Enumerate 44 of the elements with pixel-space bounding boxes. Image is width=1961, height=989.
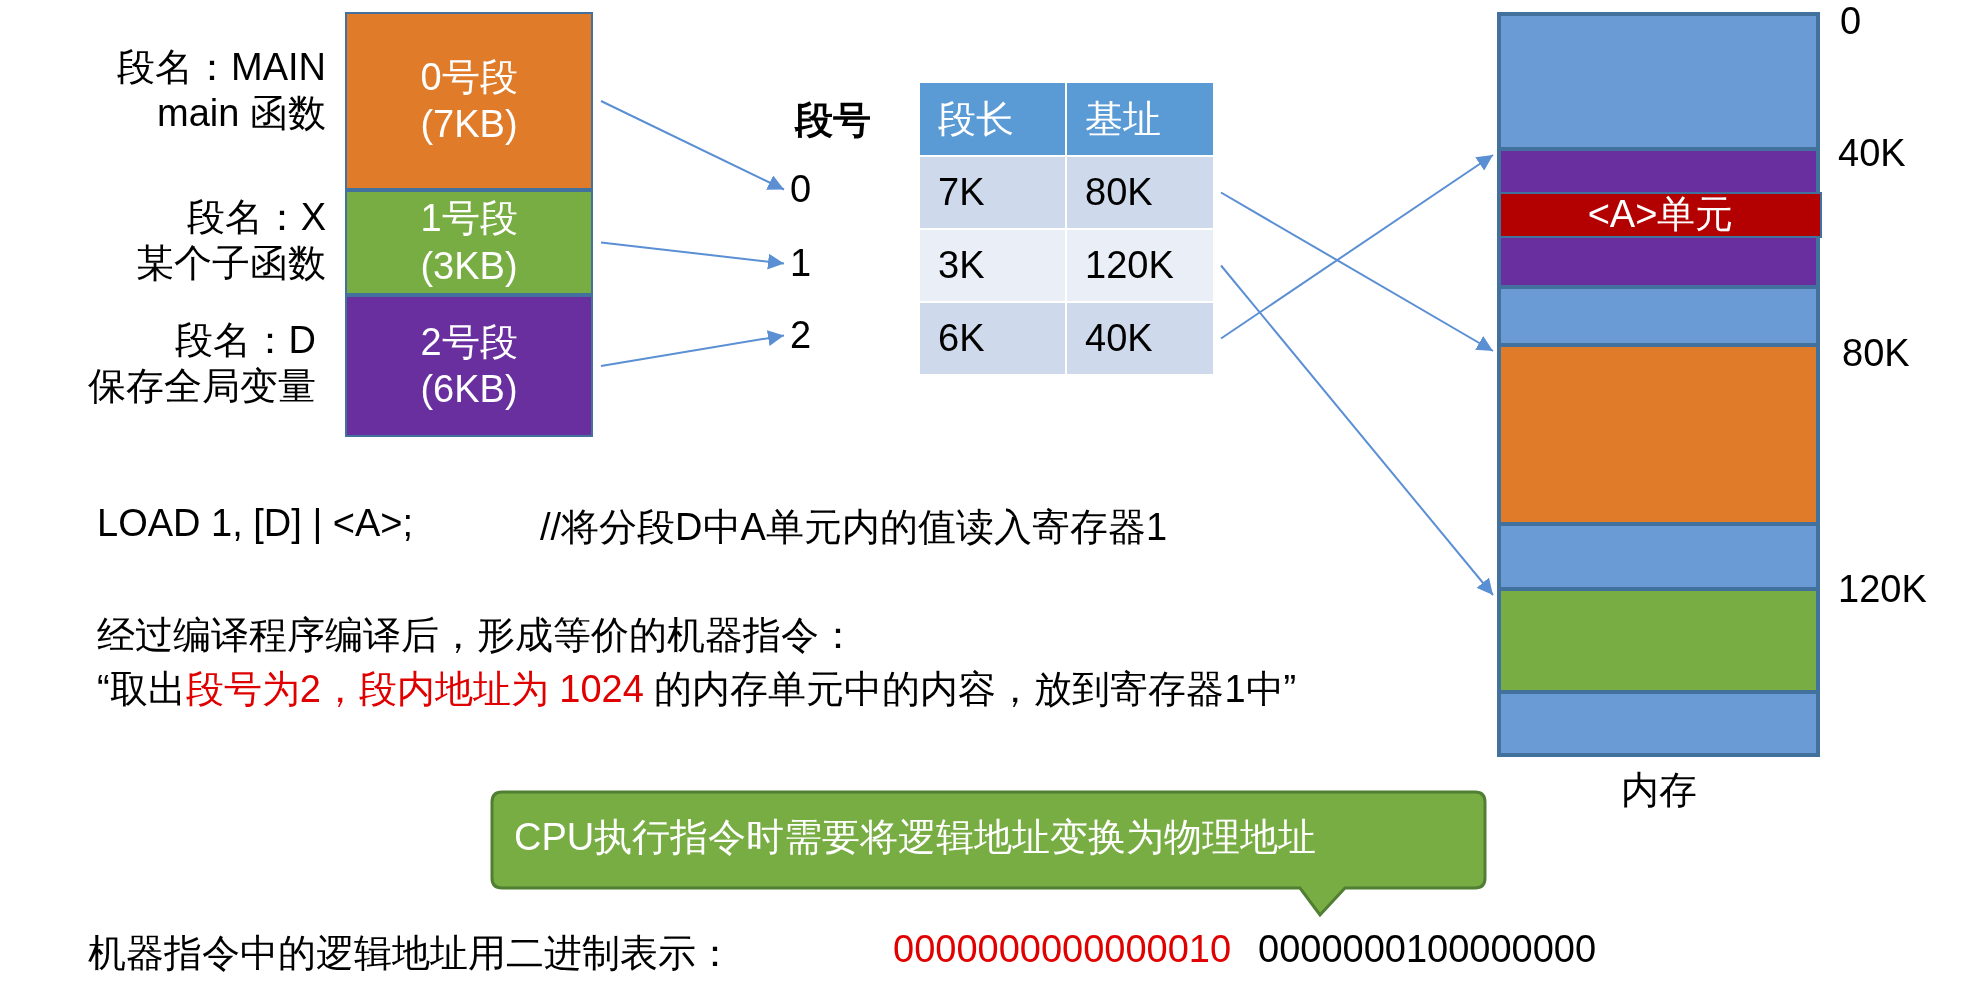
segment-block: 0号段 (7KB) — [345, 12, 593, 190]
arrow — [600, 100, 785, 191]
table-cell: 6K — [920, 303, 1065, 374]
speech-bubble: CPU执行指令时需要将逻辑地址变换为物理地址 — [490, 790, 1490, 920]
memory-segment — [1499, 345, 1818, 524]
segment-number: 2 — [790, 314, 812, 357]
arrow — [600, 241, 785, 270]
table-header-cell: 基址 — [1067, 83, 1213, 155]
memory-unit: <A>单元 — [1499, 192, 1822, 238]
arrow — [1220, 191, 1494, 352]
address-label: 120K — [1838, 568, 1927, 611]
arrow — [1220, 154, 1494, 340]
memory-block — [1499, 692, 1818, 755]
memory-block — [1499, 287, 1818, 345]
segment-caption: 段名：MAIN main 函数 — [116, 45, 326, 136]
address-label: 40K — [1838, 132, 1906, 175]
table-header-cell: 段长 — [920, 83, 1065, 155]
table-cell: 40K — [1067, 303, 1213, 374]
segment-number: 1 — [790, 242, 812, 285]
table-cell: 3K — [920, 230, 1065, 301]
comment-text: //将分段D中A单元内的值读入寄存器1 — [540, 505, 1168, 550]
code-text: LOAD 1, [D] | <A>; — [97, 502, 414, 545]
memory-block — [1499, 524, 1818, 589]
memory-block — [1499, 14, 1818, 149]
arrow — [600, 330, 785, 367]
body-text: 机器指令中的逻辑地址用二进制表示： — [88, 931, 734, 976]
segment-number: 0 — [790, 168, 812, 211]
binary-digits: 0000000100000000 — [1258, 928, 1597, 971]
binary-digits: 0000000000000010 — [893, 928, 1232, 971]
table-cell: 7K — [920, 157, 1065, 228]
address-label: 80K — [1842, 332, 1910, 375]
segment-block: 2号段 (6KB) — [345, 295, 593, 437]
instruction-text: “取出段号为2，段内地址为 1024 的内存单元中的内容，放到寄存器1中” — [97, 667, 1298, 712]
body-text: 经过编译程序编译后，形成等价的机器指令： — [97, 613, 857, 658]
segment-caption: 段名：X 某个子函数 — [135, 195, 326, 286]
memory-label: 内存 — [1619, 768, 1698, 813]
table-cell: 120K — [1067, 230, 1213, 301]
segment-caption: 段名：D 保存全局变量 — [87, 318, 316, 409]
table-cell: 80K — [1067, 157, 1213, 228]
memory-segment — [1499, 589, 1818, 692]
table-header: 段号 — [795, 98, 871, 143]
segment-block: 1号段 (3KB) — [345, 190, 593, 295]
arrow — [1220, 264, 1494, 596]
address-label: 0 — [1840, 0, 1862, 43]
